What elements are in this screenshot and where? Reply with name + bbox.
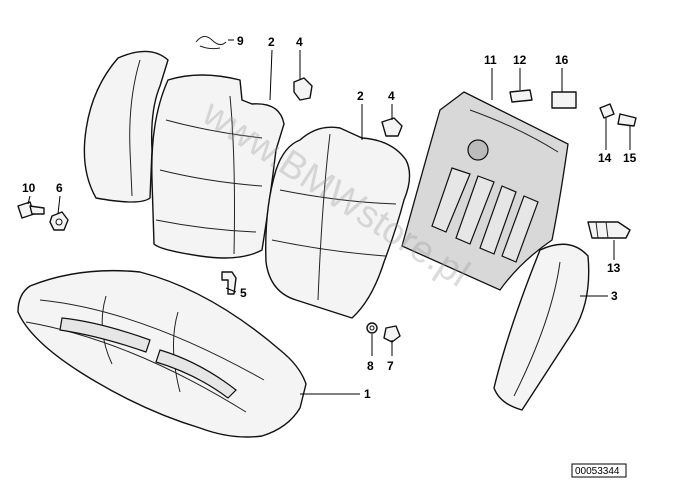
tab-12-part xyxy=(509,89,533,103)
right-side-bolster-part xyxy=(493,243,590,411)
pad-16-part xyxy=(551,91,577,109)
backrest-frame-part xyxy=(401,91,569,291)
callout-10: 10 xyxy=(22,181,36,195)
left-side-bolster-part xyxy=(83,50,169,203)
latch-13-part xyxy=(587,221,631,239)
callout-7: 7 xyxy=(387,359,394,373)
nut-6-part xyxy=(49,211,69,231)
callout-8: 8 xyxy=(367,359,374,373)
callout-15: 15 xyxy=(623,151,637,165)
leader-lines xyxy=(27,39,631,395)
reference-number-box: 00053344 xyxy=(571,463,627,478)
seat-cushion-part xyxy=(17,269,307,438)
callout-4-left: 4 xyxy=(296,35,303,49)
backrest-cover-left-part xyxy=(151,74,285,259)
callout-6: 6 xyxy=(56,181,63,195)
callout-4-middle: 4 xyxy=(388,89,395,103)
callout-9: 9 xyxy=(237,34,244,48)
washer-8-part xyxy=(366,322,378,334)
callout-labels: 9 2 4 2 4 11 12 16 14 15 13 3 5 8 7 1 10… xyxy=(22,34,637,401)
callout-2-left: 2 xyxy=(268,35,275,49)
callout-2-middle: 2 xyxy=(357,89,364,103)
callout-3: 3 xyxy=(611,289,618,303)
callout-12: 12 xyxy=(513,53,527,67)
hook-5-part xyxy=(221,271,237,295)
backrest-cover-middle-part xyxy=(265,126,411,319)
clip-4a-part xyxy=(293,77,313,101)
clip-4b-part xyxy=(381,117,403,137)
reference-number: 00053344 xyxy=(575,466,620,477)
plug-7-part xyxy=(383,325,401,343)
callout-1: 1 xyxy=(364,387,371,401)
callout-14: 14 xyxy=(598,151,612,165)
wire-clip-9-part xyxy=(195,36,227,50)
callout-11: 11 xyxy=(484,53,497,67)
bolt-10-part xyxy=(17,201,45,219)
callout-16: 16 xyxy=(555,53,569,67)
clip-15-part xyxy=(617,113,637,127)
clip-14-part xyxy=(599,103,615,119)
callout-13: 13 xyxy=(607,261,621,275)
callout-5: 5 xyxy=(240,286,247,300)
